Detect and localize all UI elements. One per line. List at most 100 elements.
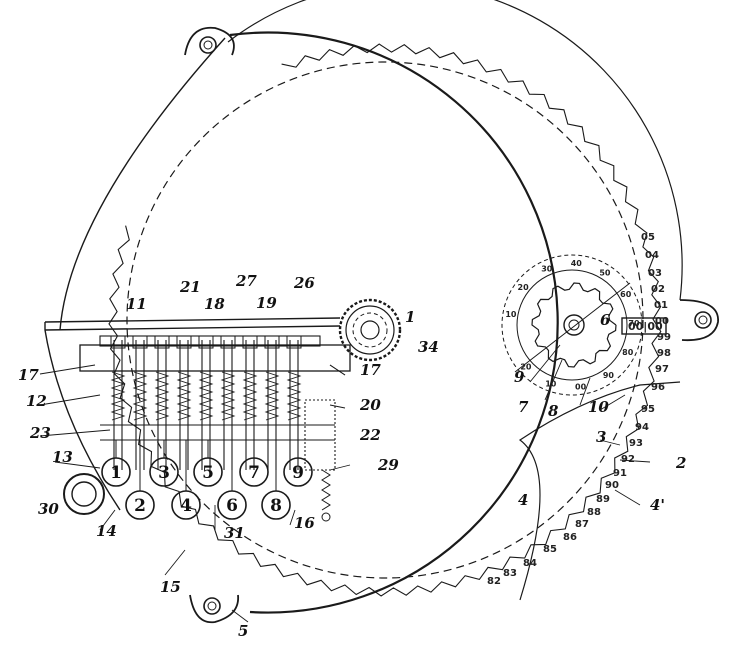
key-3 [149, 457, 179, 487]
ref-r16: 16 [294, 514, 315, 532]
dial-mark: 20 [520, 363, 532, 372]
scale-mark: 86 [563, 532, 577, 543]
counter-window: 00|00 [628, 320, 663, 333]
latch [264, 335, 280, 349]
dial-mark: 40 [571, 259, 583, 268]
key-4 [171, 490, 201, 520]
dial-mark: 10 [505, 310, 517, 319]
scale-mark: 95 [641, 404, 655, 415]
ref-r21: 21 [179, 278, 201, 296]
ref-r11: 11 [126, 295, 147, 313]
scale-mark: 03 [648, 268, 662, 279]
latch [176, 335, 192, 349]
latch [132, 335, 148, 349]
ref-r27: 27 [235, 272, 257, 290]
spring [264, 371, 280, 421]
scale-mark: 96 [651, 382, 665, 393]
scale-mark: 88 [587, 507, 601, 518]
key-label: 9 [292, 463, 304, 483]
key-2 [125, 490, 155, 520]
ref-r15: 15 [160, 578, 181, 596]
ref-r10: 10 [588, 398, 609, 416]
scale-mark: 05 [641, 232, 655, 243]
knob-30 [63, 473, 105, 515]
scale-mark: 82 [487, 576, 501, 587]
scale-mark: 84 [523, 558, 537, 569]
key-7 [239, 457, 269, 487]
scale-mark: 99 [657, 332, 671, 343]
spring [176, 371, 192, 421]
scale-mark: 83 [503, 568, 517, 579]
ref-r30: 30 [38, 500, 59, 518]
ref-r8: 8 [548, 402, 559, 420]
ref-r2: 2 [675, 454, 686, 472]
latch [286, 335, 302, 349]
spring [220, 371, 236, 421]
ref-r1: 1 [405, 308, 415, 326]
ref-r20: 20 [359, 396, 381, 414]
scale-mark: 97 [655, 364, 669, 375]
scale-mark: 92 [621, 454, 635, 465]
latch [242, 335, 258, 349]
ref-r26: 26 [293, 274, 315, 292]
scale-mark: 87 [575, 519, 589, 530]
housing [59, 0, 683, 614]
latch [220, 335, 236, 349]
latch [110, 335, 126, 349]
key-label: 3 [158, 463, 170, 483]
spring [132, 371, 148, 421]
spring [154, 371, 170, 421]
ref-r4: 4 [518, 491, 528, 509]
leader-lines [39, 344, 651, 623]
dial-mark: 50 [599, 268, 611, 277]
ref-r19: 19 [256, 294, 277, 312]
key-label: 1 [110, 463, 122, 483]
ref-r18: 18 [204, 295, 225, 313]
ref-r13: 13 [52, 448, 73, 466]
scale-mark: 90 [605, 480, 619, 491]
ref-r29: 29 [377, 456, 399, 474]
dial-mark: 80 [622, 348, 634, 357]
spring [286, 371, 302, 421]
ref-r23: 23 [29, 424, 51, 442]
key-label: 2 [134, 496, 146, 516]
scale-mark: 91 [613, 468, 627, 479]
ref-r12: 12 [26, 392, 47, 410]
ref-r5: 5 [238, 622, 248, 640]
cutaway-4 [518, 381, 681, 601]
ref-r14: 14 [96, 522, 117, 540]
key-label: 7 [248, 463, 260, 483]
scale-mark: 94 [635, 422, 649, 433]
dial-mark: 90 [603, 371, 615, 380]
spring [242, 371, 258, 421]
ref-r4p: 4' [650, 496, 665, 514]
key-label: 4 [180, 496, 192, 516]
key-5 [193, 457, 223, 487]
key-8 [261, 490, 291, 520]
spring [198, 371, 214, 421]
key-9 [283, 457, 313, 487]
scale-mark: 93 [629, 438, 643, 449]
dial-mark: 70 [628, 319, 640, 328]
dial-mark: 20 [518, 283, 530, 292]
dial-mark: 60 [620, 290, 632, 299]
scale-mark: 98 [657, 348, 671, 359]
latch [154, 335, 170, 349]
key-1 [101, 457, 131, 487]
scale-mark: 01 [654, 300, 668, 311]
ref-r9: 9 [514, 368, 525, 386]
ref-r6: 6 [600, 311, 611, 329]
key-label: 8 [270, 496, 282, 516]
spring [110, 371, 126, 421]
ref-r17a: 17 [18, 366, 39, 384]
scale-mark: 02 [651, 284, 665, 295]
scale-mark: 89 [596, 494, 610, 505]
scale-mark: 85 [543, 544, 557, 555]
key-6 [217, 490, 247, 520]
outer-scale: 0504030201009998979695949392919089888786… [487, 232, 671, 587]
ref-r7: 7 [518, 398, 529, 416]
